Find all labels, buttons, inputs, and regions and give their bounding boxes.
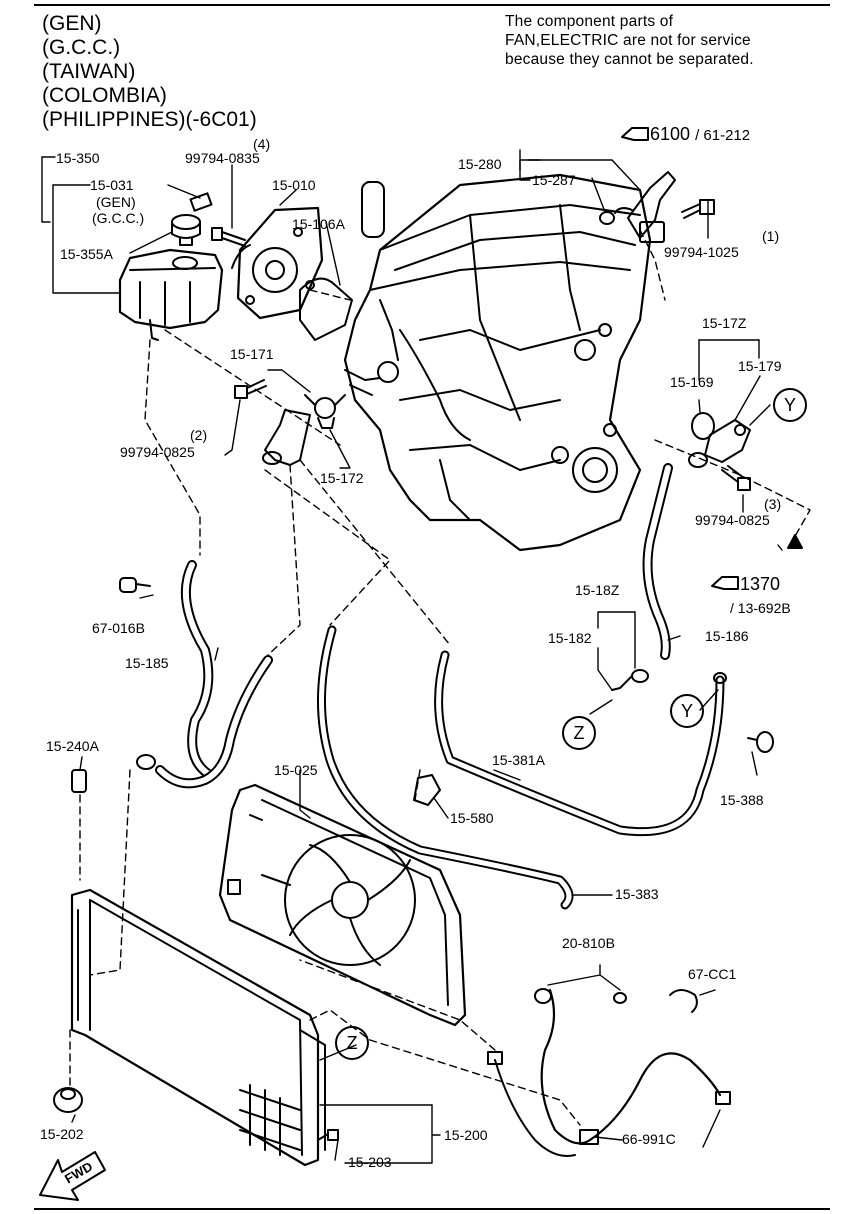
hose-15-381A: [436, 652, 723, 835]
hose-15-186: [644, 465, 671, 658]
label-plate: [189, 192, 213, 212]
ref-6100-sub: / 61-212: [695, 127, 751, 144]
clamp-15-388: [747, 731, 774, 753]
clip-67-016B: [119, 577, 151, 593]
note-line-3: because they cannot be separated.: [505, 51, 754, 68]
label-15-388: 15-388: [720, 792, 764, 808]
label-15-202: 15-202: [40, 1126, 84, 1142]
mount-15-202: [53, 1087, 83, 1113]
ref-arrow-6100: [621, 127, 649, 141]
bolt-99794-1025: [681, 199, 715, 219]
bolt-99794-0825-left: [234, 379, 267, 399]
label-q3: (3): [764, 496, 782, 512]
radiator: [70, 888, 326, 1167]
label-99794-0825-right: 99794-0825: [695, 512, 770, 528]
ref-6100-main: 6100: [650, 124, 691, 144]
header-line-2: (G.C.C.): [42, 36, 121, 59]
water-outlet-15-179: [688, 419, 751, 468]
frame-top-line: [34, 4, 830, 6]
note-line-1: The component parts of: [505, 13, 674, 30]
label-99794-1025: 99794-1025: [664, 244, 739, 260]
coolant-reservoir: [118, 248, 224, 341]
header-line-1: (GEN): [42, 12, 102, 35]
leader-lines: [41, 149, 783, 1164]
header-line-3: (TAIWAN): [42, 60, 136, 83]
callout-y-lower: Y: [670, 694, 704, 728]
fwd-arrow: [39, 1151, 106, 1201]
outlet-pipe: [614, 171, 676, 243]
label-67-016B: 67-016B: [92, 620, 145, 636]
label-15-182: 15-182: [548, 630, 592, 646]
label-15-18Z: 15-18Z: [575, 582, 620, 598]
label-gcc: (G.C.C.): [92, 210, 145, 226]
ref-6100: 6100 / 61-212: [650, 124, 750, 145]
engine-assembly: [343, 173, 652, 552]
callout-z-upper: Z: [562, 716, 596, 750]
clamp-15-182: [611, 669, 649, 691]
label-q1: (1): [762, 228, 780, 244]
arrow-head-right: [787, 534, 803, 549]
label-15-171: 15-171: [230, 346, 274, 362]
label-15-580: 15-580: [450, 810, 494, 826]
label-15-383: 15-383: [615, 886, 659, 902]
label-15-355A: 15-355A: [60, 246, 113, 262]
label-15-106A: 15-106A: [292, 216, 345, 232]
label-99794-0825-left: 99794-0825: [120, 444, 195, 460]
label-15-381A: 15-381A: [492, 752, 545, 768]
label-15-179: 15-179: [738, 358, 782, 374]
label-15-185: 15-185: [125, 655, 169, 671]
clip-67-CC1: [669, 989, 698, 1013]
note-line-2: FAN,ELECTRIC are not for service: [505, 32, 751, 49]
bolt-99794-0835: [211, 227, 246, 247]
hose-15-185-lower: [157, 657, 271, 787]
label-15-17Z: 15-17Z: [702, 315, 747, 331]
label-15-186: 15-186: [705, 628, 749, 644]
label-99794-0835: 99794-0835: [185, 150, 260, 166]
ref-1370-sub: / 13-692B: [730, 600, 791, 616]
label-15-240A: 15-240A: [46, 738, 99, 754]
label-15-025: 15-025: [274, 762, 318, 778]
label-15-169: 15-169: [670, 374, 714, 390]
thermostat-cover-15-172: [262, 409, 311, 466]
callout-z-lower: Z: [335, 1026, 369, 1060]
callout-y-upper: Y: [773, 388, 807, 422]
hose-15-383: [319, 627, 572, 908]
insert-15-240A: [71, 769, 87, 793]
label-15-010: 15-010: [272, 177, 316, 193]
label-q4: (4): [253, 136, 271, 152]
label-gen: (GEN): [96, 194, 136, 210]
bolt-99794-0825-right: [721, 465, 751, 491]
label-15-172: 15-172: [320, 470, 364, 486]
label-15-350: 15-350: [56, 150, 100, 166]
label-66-991C: 66-991C: [622, 1131, 676, 1147]
harness-66-991C: [540, 988, 722, 1145]
reservoir-cap: [171, 214, 201, 246]
connector-20-810B: [534, 988, 627, 1004]
pump-gasket: [299, 277, 353, 341]
label-q2: (2): [190, 427, 208, 443]
header-line-4: (COLOMBIA): [42, 84, 167, 107]
frame-bottom-line: [34, 1208, 830, 1210]
label-15-280: 15-280: [458, 156, 502, 172]
hose-15-185: [182, 562, 213, 778]
label-15-287: 15-287: [532, 172, 576, 188]
ref-arrow-1370: [711, 576, 739, 590]
thermostat: [304, 394, 346, 429]
label-15-203: 15-203: [348, 1154, 392, 1170]
label-15-200: 15-200: [444, 1127, 488, 1143]
label-20-810B: 20-810B: [562, 935, 615, 951]
label-15-031: 15-031: [90, 177, 134, 193]
o-ring-15-287: [599, 211, 615, 225]
label-67-CC1: 67-CC1: [688, 966, 737, 982]
bolt-15-203: [317, 1129, 339, 1141]
header-line-5: (PHILIPPINES)(-6C01): [42, 108, 257, 131]
ref-1370: 1370: [740, 574, 781, 594]
fan-shroud: [218, 783, 467, 1027]
o-ring-15-169: [691, 412, 715, 440]
dashed-leaders: [69, 229, 811, 1126]
